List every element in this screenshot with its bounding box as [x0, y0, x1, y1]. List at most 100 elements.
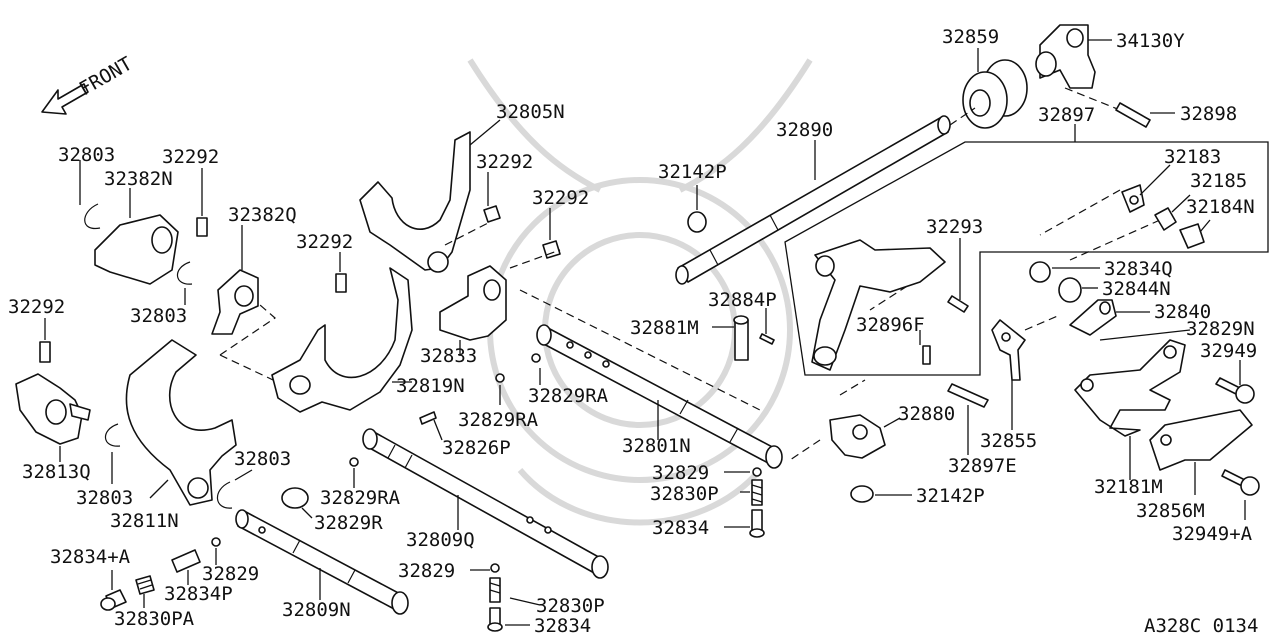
part-32890-shaft: [675, 115, 951, 285]
part-32142P-plug-top: [687, 211, 707, 233]
part-32834-bolt-right: [749, 509, 765, 538]
part-32811N-fork: [125, 339, 237, 506]
label-32813Q: 32813Q: [22, 461, 91, 483]
label-32829-b: 32829: [202, 563, 259, 585]
label-32859: 32859: [942, 26, 999, 48]
label-32142P-a: 32142P: [658, 161, 727, 183]
label-32809N: 32809N: [282, 599, 351, 621]
part-32803-clip-c: [104, 423, 121, 447]
label-32829RA-b: 32829RA: [458, 409, 539, 431]
part-32834Q-washer: [1029, 261, 1051, 283]
part-32829-ball-mid: [490, 563, 500, 573]
label-32840: 32840: [1154, 301, 1211, 323]
label-32819N: 32819N: [396, 375, 465, 397]
label-32897E: 32897E: [948, 455, 1017, 477]
label-32949: 32949: [1200, 340, 1257, 362]
part-32829-ball-right: [752, 467, 762, 477]
label-32292-d: 32292: [296, 231, 353, 253]
label-32834A: 32834+A: [50, 546, 131, 568]
diagram-code: A328C 0134: [1144, 615, 1258, 637]
label-32834-b: 32834: [534, 615, 591, 637]
part-32803-clip-d: [216, 481, 233, 509]
label-32811N: 32811N: [110, 510, 179, 532]
label-32830P-a: 32830P: [650, 483, 719, 505]
label-32829N: 32829N: [1186, 318, 1255, 340]
front-arrow-icon: [41, 83, 89, 115]
front-label: FRONT: [76, 53, 137, 101]
part-32834P-pin: [171, 549, 201, 573]
part-32292-pin-c: [483, 205, 501, 223]
part-32840-lever: [1069, 299, 1117, 336]
label-32856M: 32856M: [1136, 500, 1205, 522]
part-32834-bolt-mid: [487, 607, 503, 632]
label-32292-b: 32292: [162, 146, 219, 168]
label-32830PA: 32830PA: [114, 608, 195, 630]
label-32183: 32183: [1164, 146, 1221, 168]
part-lever-arm: [811, 239, 946, 371]
part-32855-detent: [991, 319, 1026, 381]
watermark-emblem: [467, 58, 813, 526]
label-32898: 32898: [1180, 103, 1237, 125]
part-32830PA-spring: [135, 575, 155, 595]
label-32949A: 32949+A: [1172, 523, 1253, 545]
part-32185-nut: [1154, 207, 1177, 231]
label-32897: 32897: [1038, 104, 1095, 126]
label-32292-c: 32292: [532, 187, 589, 209]
label-32829-a: 32829: [652, 462, 709, 484]
part-32809Q-shaft: [362, 428, 609, 579]
label-32809Q: 32809Q: [406, 529, 475, 551]
label-32834Q: 32834Q: [1104, 258, 1173, 280]
part-32382Q-lever: [211, 269, 259, 335]
label-32855: 32855: [980, 430, 1037, 452]
label-32184N: 32184N: [1186, 196, 1255, 218]
part-32826P-pin: [419, 411, 437, 425]
group-bracket-32897: [784, 124, 1269, 376]
part-32897E-pin: [947, 383, 989, 408]
part-32833-block: [439, 265, 507, 341]
part-32896F-pin: [922, 345, 931, 365]
label-32890: 32890: [776, 119, 833, 141]
part-32898-pin: [1115, 102, 1151, 128]
label-32142P-b: 32142P: [916, 485, 985, 507]
label-32292-e: 32292: [8, 296, 65, 318]
label-32185: 32185: [1190, 170, 1247, 192]
part-32880-fork: [829, 414, 886, 459]
part-32183-clip: [1121, 184, 1145, 213]
part-32949-bolt: [1215, 377, 1255, 404]
label-32803-d: 32803: [76, 487, 133, 509]
part-32292-pin-b: [39, 341, 51, 363]
label-32884P: 32884P: [708, 289, 777, 311]
part-32803-clip-a: [84, 203, 101, 230]
part-32829R-plug: [281, 487, 309, 509]
part-32949A-bolt: [1221, 469, 1260, 496]
part-32830P-spring-right: [751, 479, 763, 506]
label-32805N: 32805N: [496, 101, 565, 123]
label-32834P: 32834P: [164, 583, 233, 605]
label-32803-c: 32803: [234, 448, 291, 470]
part-34130Y-bracket: [1035, 24, 1096, 89]
part-32292-pin-d: [542, 240, 561, 259]
label-32382Q: 32382Q: [228, 204, 297, 226]
label-32829RA-a: 32829RA: [528, 385, 609, 407]
part-32181M-bracket: [1074, 339, 1186, 437]
label-32880: 32880: [898, 403, 955, 425]
part-32803-clip-b: [176, 261, 193, 285]
label-34130Y: 34130Y: [1116, 30, 1185, 52]
part-32856M-plate: [1149, 409, 1253, 471]
part-32819N-fork: [271, 267, 413, 413]
part-32829RA-ball-b: [495, 373, 505, 383]
label-32826P: 32826P: [442, 437, 511, 459]
label-32830P-b: 32830P: [536, 595, 605, 617]
label-32803-a: 32803: [58, 144, 115, 166]
label-32801N: 32801N: [622, 435, 691, 457]
part-32292-pin-e: [335, 273, 347, 293]
label-32881M: 32881M: [630, 317, 699, 339]
part-32830P-spring-mid: [489, 577, 501, 603]
part-32813Q-bracket: [15, 373, 91, 445]
part-32184N-bolt: [1179, 223, 1205, 249]
part-labels: 34130Y 32859 32898 32897 32890 32805N 32…: [8, 26, 1258, 637]
part-32834A-bolt: [100, 589, 127, 611]
part-32884P-pin: [759, 333, 775, 345]
